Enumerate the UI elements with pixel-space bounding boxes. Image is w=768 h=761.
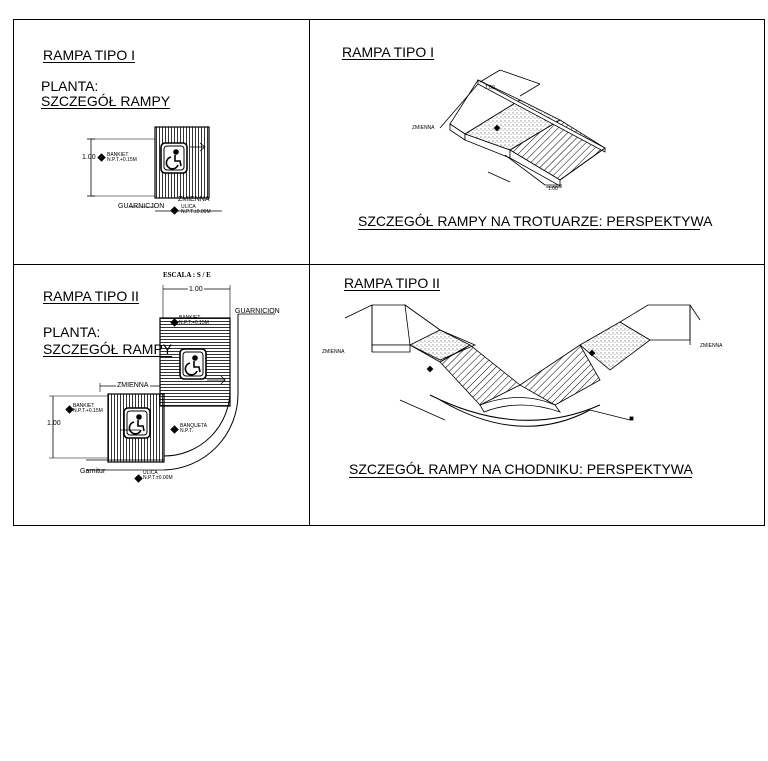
- panel3-bankiet: BANKIET: [179, 315, 201, 321]
- panel3-guarnicion: GUARNICION: [235, 308, 280, 315]
- panel3-zmienna: ZMIENNA: [116, 382, 150, 389]
- panel3-banqueta: BANQUETA: [180, 423, 208, 429]
- panel3-subtitle: SZCZEGÓŁ RAMPY: [43, 341, 173, 357]
- panel3-escala: ESCALA : S / E: [163, 271, 211, 279]
- panel3-title: RAMPA TIPO II: [43, 288, 139, 304]
- panel1-zmienna: ZMIENNA: [178, 196, 210, 203]
- panel1-guarnicion: GUARNICJON: [118, 203, 165, 210]
- panel1-title: RAMPA TIPO I: [43, 47, 136, 63]
- panel2-dim-bottom: 1.00: [548, 186, 558, 192]
- panel3-bankiet2: BANKIET: [73, 403, 95, 409]
- panel3-garnitur: Garnitur: [80, 468, 106, 475]
- panel3-planta: PLANTA:: [43, 324, 101, 340]
- panel1-bankiet: BANKIET: [107, 152, 129, 158]
- panel1-planta: PLANTA:: [41, 78, 99, 94]
- ramp-type1-perspective: [439, 69, 606, 188]
- panel3-dim-left: 1.00: [47, 420, 61, 427]
- panel1-dimension: 1.00: [82, 154, 96, 161]
- panel3-banqueta-level: N.P.T.: [180, 428, 193, 434]
- ramp-type2-plan: [49, 285, 275, 483]
- panel4-title: RAMPA TIPO II: [344, 275, 440, 291]
- panel3-dim-top: 1.00: [188, 286, 204, 293]
- panel4-zmienna-left: ZMIENNA: [322, 349, 345, 355]
- frame: [13, 19, 765, 526]
- panel3-bankiet-level: N.P.T.+0.15M: [179, 320, 209, 326]
- panel1-bankiet-level: N.P.T.+0.15M: [107, 157, 137, 163]
- panel3-ulica: ULICA: [143, 470, 158, 476]
- panel3-ulica-level: N.P.T.±0.00M: [143, 475, 173, 481]
- panel2-title: RAMPA TIPO I: [342, 44, 435, 60]
- panel1-subtitle: SZCZEGÓŁ RAMPY: [41, 93, 171, 109]
- ramp-type1-plan: [87, 126, 222, 215]
- panel2-zmienna: ZMIENNA: [412, 125, 435, 131]
- panel1-ulica-level: N.P.T.±0.00M: [181, 209, 211, 215]
- panel2-caption: SZCZEGÓŁ RAMPY NA TROTUARZE: PERSPEKTYWA: [358, 213, 713, 229]
- panel1-ulica: ULICA: [181, 204, 196, 210]
- panel2-dim-top: 1.00: [485, 85, 495, 91]
- panel4-caption: SZCZEGÓŁ RAMPY NA CHODNIKU: PERSPEKTYWA: [349, 461, 693, 477]
- ramp-type2-perspective: [344, 304, 701, 427]
- panel3-bankiet2-level: N.P.T.+0.15M: [73, 408, 103, 414]
- panel4-zmienna-right: ZMIENNA: [700, 343, 723, 349]
